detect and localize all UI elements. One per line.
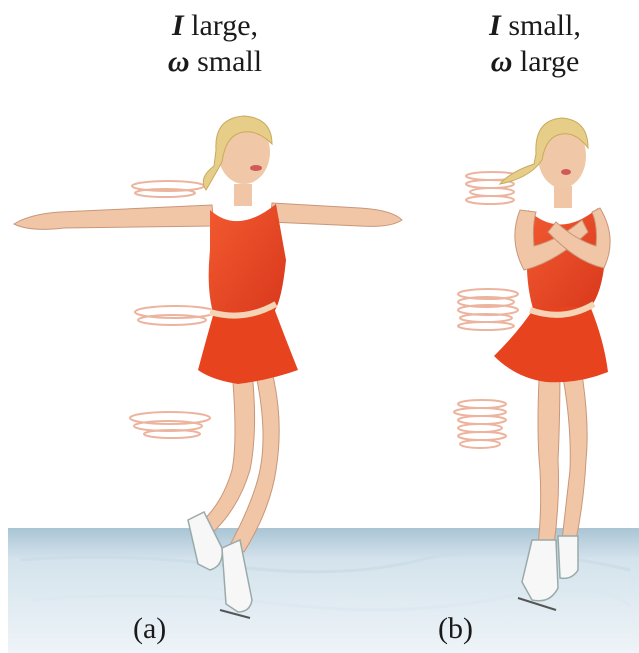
- neck: [554, 186, 572, 208]
- caption-b-line2-text: large: [520, 45, 579, 78]
- dress-bodice: [209, 204, 286, 316]
- angular-velocity-symbol: ω: [491, 45, 513, 78]
- arm-right: [270, 203, 402, 226]
- moment-of-inertia-symbol: I: [489, 9, 501, 42]
- moment-of-inertia-symbol: I: [172, 9, 184, 42]
- angular-velocity-symbol: ω: [168, 45, 190, 78]
- motion-lines-b: [454, 172, 518, 448]
- leg-right: [560, 362, 587, 540]
- caption-a-line2-text: small: [197, 45, 262, 78]
- caption-b-line1: I small,: [450, 8, 620, 44]
- mouth: [561, 169, 571, 175]
- panel-label-b: (b): [438, 612, 473, 646]
- caption-a-line1: I large,: [130, 8, 300, 44]
- dress-skirt: [198, 308, 298, 384]
- neck: [234, 184, 252, 206]
- caption-a-line1-text: large,: [191, 9, 258, 42]
- caption-b-line1-text: small,: [508, 9, 581, 42]
- caption-a-line2: ω small: [130, 44, 300, 80]
- caption-panel-b: I small, ω large: [450, 8, 620, 80]
- mouth: [250, 165, 262, 171]
- panel-label-a: (a): [133, 612, 166, 646]
- leg-left: [198, 370, 255, 535]
- arm-left: [14, 205, 214, 229]
- caption-b-line2: ω large: [450, 44, 620, 80]
- caption-panel-a: I large, ω small: [130, 8, 300, 80]
- leg-left: [538, 360, 560, 545]
- skate-boot: [558, 536, 578, 578]
